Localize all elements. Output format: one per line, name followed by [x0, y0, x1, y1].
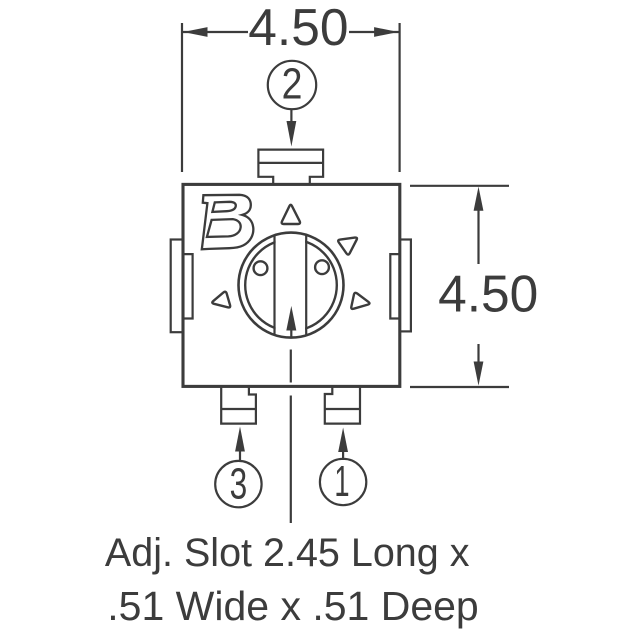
svg-text:4.50: 4.50: [248, 0, 348, 56]
svg-text:2: 2: [282, 59, 303, 109]
svg-text:Adj. Slot 2.45 Long x: Adj. Slot 2.45 Long x: [105, 531, 470, 575]
svg-text:4.50: 4.50: [438, 265, 538, 323]
svg-text:3: 3: [230, 460, 248, 509]
svg-text:.51 Wide x .51 Deep: .51 Wide x .51 Deep: [107, 583, 478, 629]
svg-text:1: 1: [334, 456, 349, 505]
